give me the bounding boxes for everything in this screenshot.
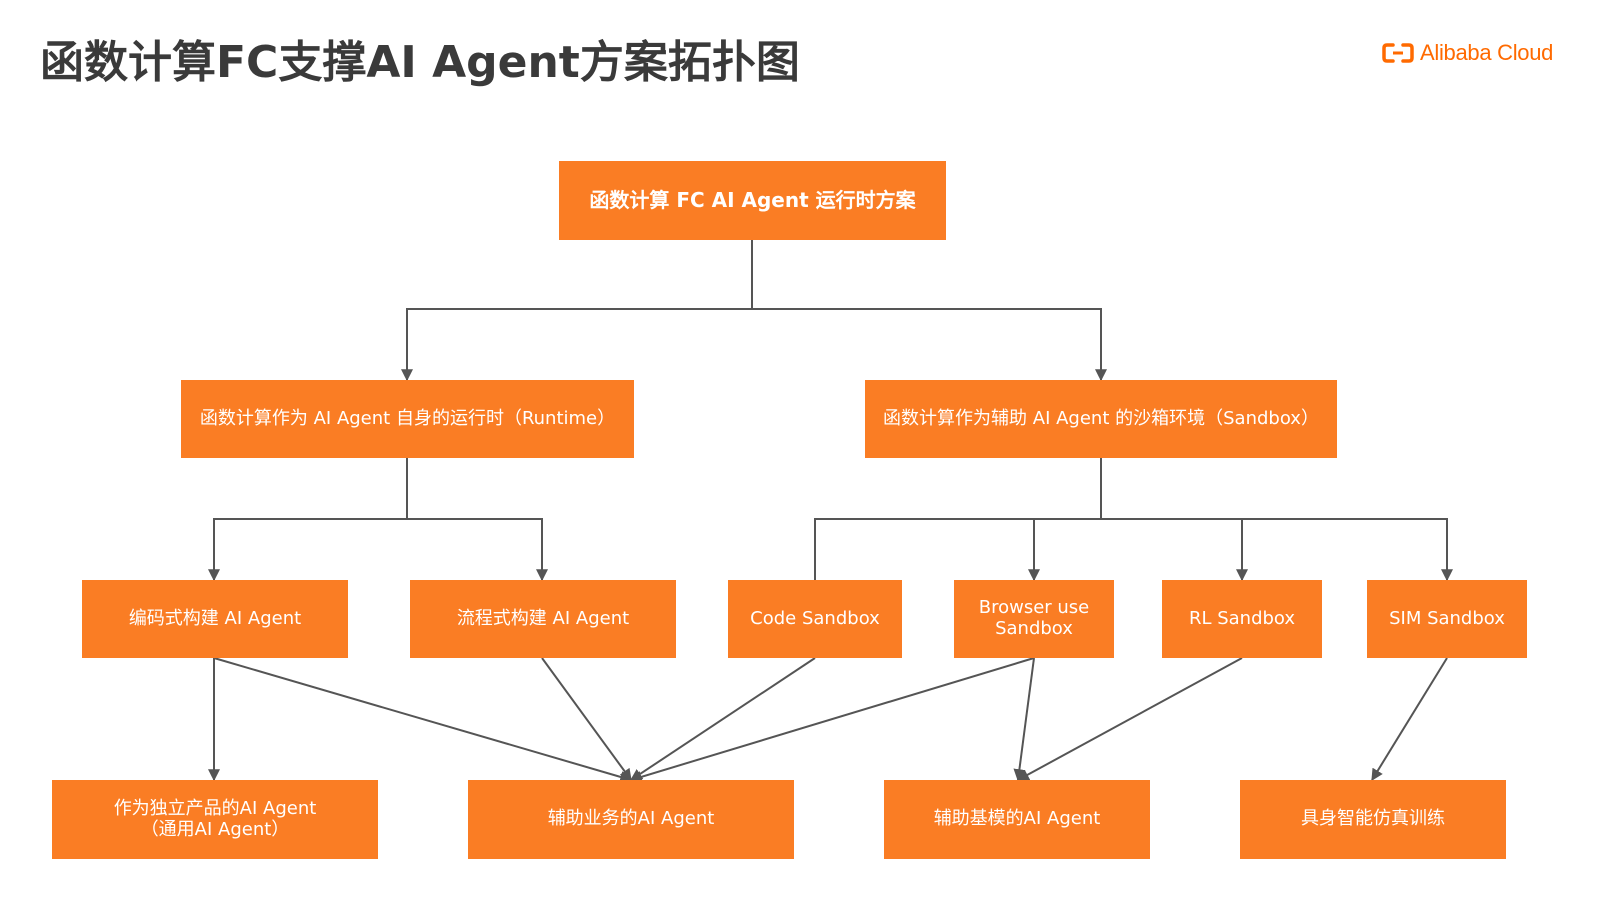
page-title: 函数计算FC支撑AI Agent方案拓扑图 [40, 37, 800, 88]
node-coded-build: 编码式构建 AI Agent [82, 580, 348, 658]
connector-coded-to-business [213, 657, 633, 783]
node-business-agent: 辅助业务的AI Agent [468, 780, 794, 859]
connector-runtime-to-coded [208, 458, 408, 582]
connector-workflow-to-business [541, 657, 632, 781]
node-embodied-sim: 具身智能仿真训练 [1240, 780, 1506, 859]
alibaba-cloud-bracket-icon [1382, 43, 1414, 63]
node-workflow-build: 流程式构建 AI Agent [410, 580, 676, 658]
node-rl-sandbox: RL Sandbox [1162, 580, 1322, 658]
connector-code-to-business [629, 657, 816, 781]
node-standalone-agent: 作为独立产品的AI Agent （通用AI Agent） [52, 780, 378, 859]
node-code-sandbox: Code Sandbox [728, 580, 902, 658]
connector-runtime-to-workflow [407, 518, 548, 582]
logo-text: Alibaba Cloud [1420, 40, 1554, 65]
node-base-model-agent: 辅助基模的AI Agent [884, 780, 1150, 859]
connector-sim-to-embodied [1371, 657, 1448, 782]
connector-sandbox-to-code [814, 518, 1453, 582]
connector-browser-to-basemodel [1013, 657, 1035, 782]
connector-rl-to-basemodel [1016, 657, 1243, 781]
connector-root-to-runtime [401, 240, 753, 382]
node-sandbox: 函数计算作为辅助 AI Agent 的沙箱环境（Sandbox） [865, 380, 1337, 458]
node-browser-sandbox: Browser use Sandbox [954, 580, 1114, 658]
node-sim-sandbox: SIM Sandbox [1367, 580, 1527, 658]
connector-browser-to-business [629, 657, 1035, 783]
node-runtime: 函数计算作为 AI Agent 自身的运行时（Runtime） [181, 380, 634, 458]
alibaba-cloud-logo: Alibaba Cloud [1382, 40, 1553, 66]
connector-root-to-sandbox [752, 308, 1107, 382]
node-root-fc-agent-runtime: 函数计算 FC AI Agent 运行时方案 [559, 161, 946, 240]
